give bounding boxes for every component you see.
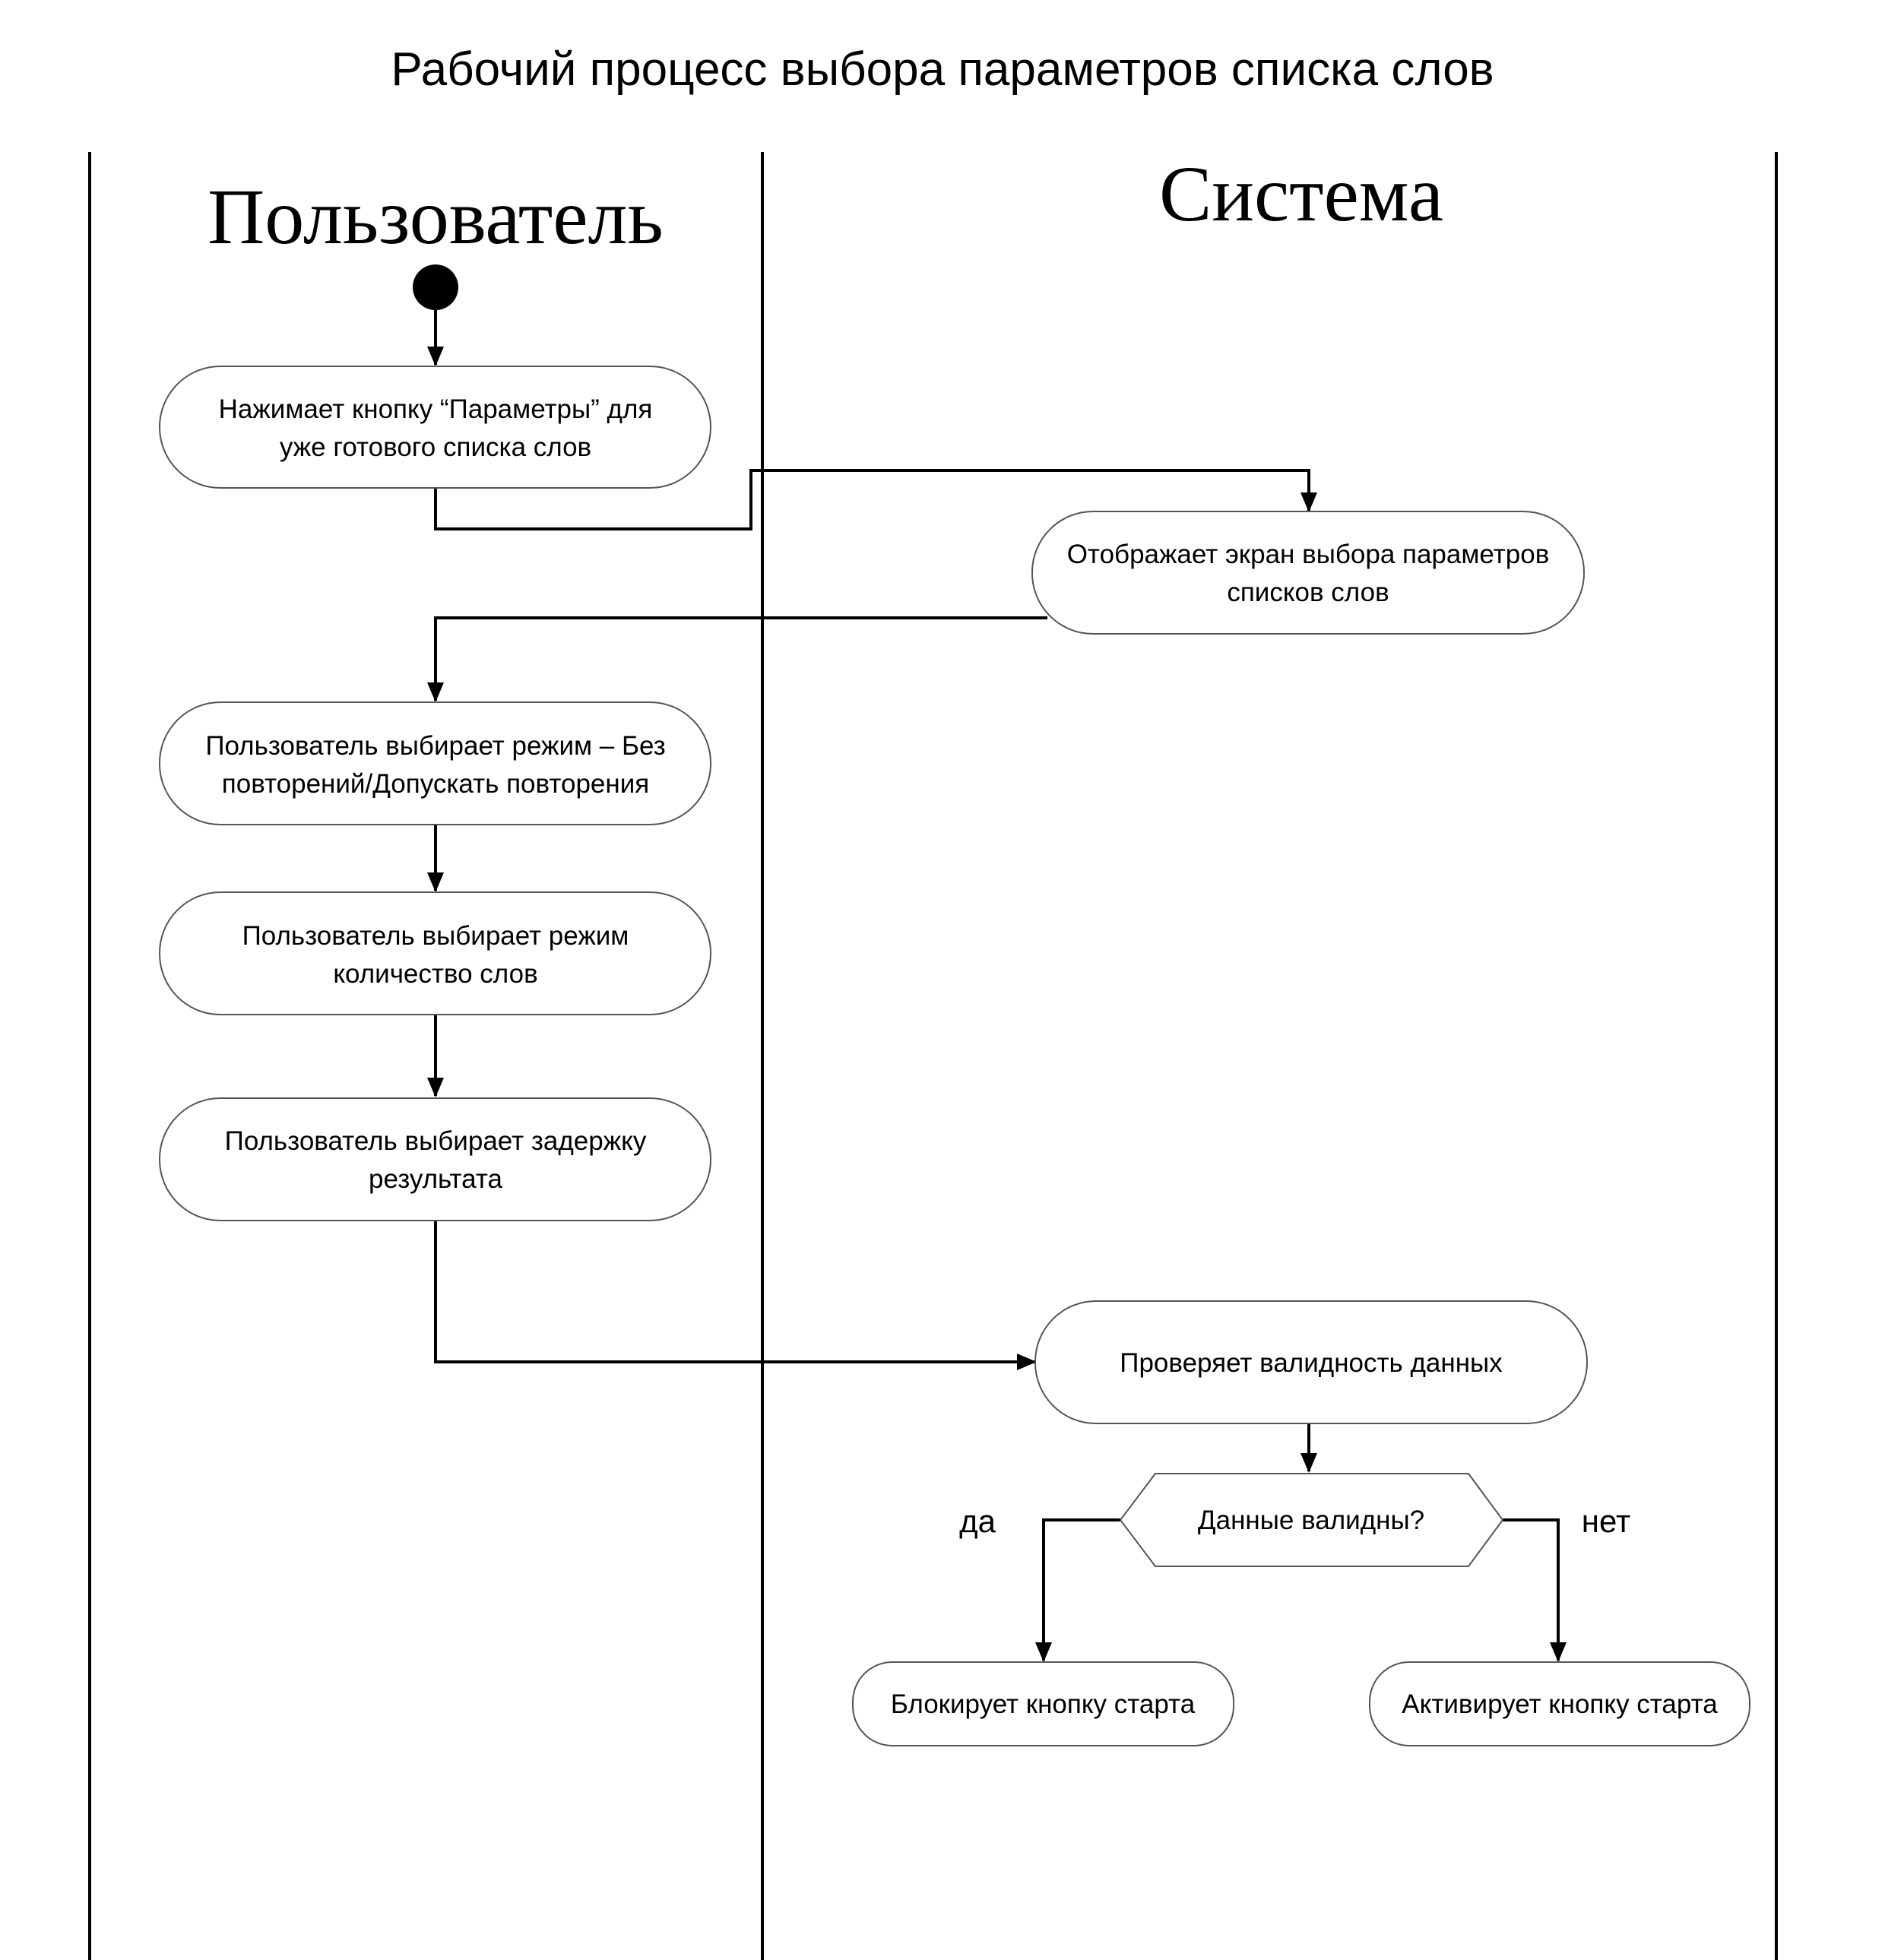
branch-label-yes: да [959,1503,996,1539]
flow-show-to-repeat [427,616,1047,702]
action-choose-word-count: Пользователь выбирает режим количество с… [159,891,711,1015]
action-validate-data: Проверяет валидность данных [1034,1300,1588,1424]
action-label-line: Пользователь выбирает режим [242,921,629,951]
action-activate-start-button: Активирует кнопку старта [1369,1661,1750,1746]
flow-delay-to-validate [434,1221,1037,1370]
action-label-line: результата [369,1164,502,1194]
action-label-line: Пользователь выбирает задержку [225,1126,647,1156]
action-block-start-button: Блокирует кнопку старта [852,1661,1234,1746]
action-choose-repeat-mode: Пользователь выбирает режим – Без повтор… [159,701,711,825]
decision-label: Данные валидны? [1198,1506,1424,1535]
action-label-line: уже готового списка слов [280,432,591,462]
flow-decision-yes [1035,1518,1120,1662]
action-label-line: Отображает экран выбора параметров [1067,540,1550,569]
action-show-parameters-screen: Отображает экран выбора параметров списк… [1031,511,1585,635]
action-label-line: Проверяет валидность данных [1120,1348,1503,1378]
action-press-parameters: Нажимает кнопку “Параметры” для уже гото… [159,366,711,489]
action-label-line: количество слов [333,959,537,989]
action-label-line: Пользователь выбирает режим – Без [205,731,665,761]
start-node [413,264,458,310]
action-label-line: Блокирует кнопку старта [891,1689,1196,1719]
lane-title-system: Система [1159,150,1443,238]
flow-press-to-show [434,469,1317,530]
action-choose-result-delay: Пользователь выбирает задержку результат… [159,1097,711,1221]
diagram-title: Рабочий процесс выбора параметров списка… [391,43,1494,96]
action-label-line: Нажимает кнопку “Параметры” для [219,394,653,424]
branch-label-no: нет [1582,1503,1630,1539]
flow-decision-no [1501,1518,1567,1662]
action-label-line: Активирует кнопку старта [1402,1689,1718,1719]
action-label-line: повторений/Допускать повторения [222,769,649,799]
decision-data-valid: Данные валидны? [1119,1473,1504,1567]
action-label-line: списков слов [1227,578,1389,607]
lane-title-user: Пользователь [208,173,664,261]
